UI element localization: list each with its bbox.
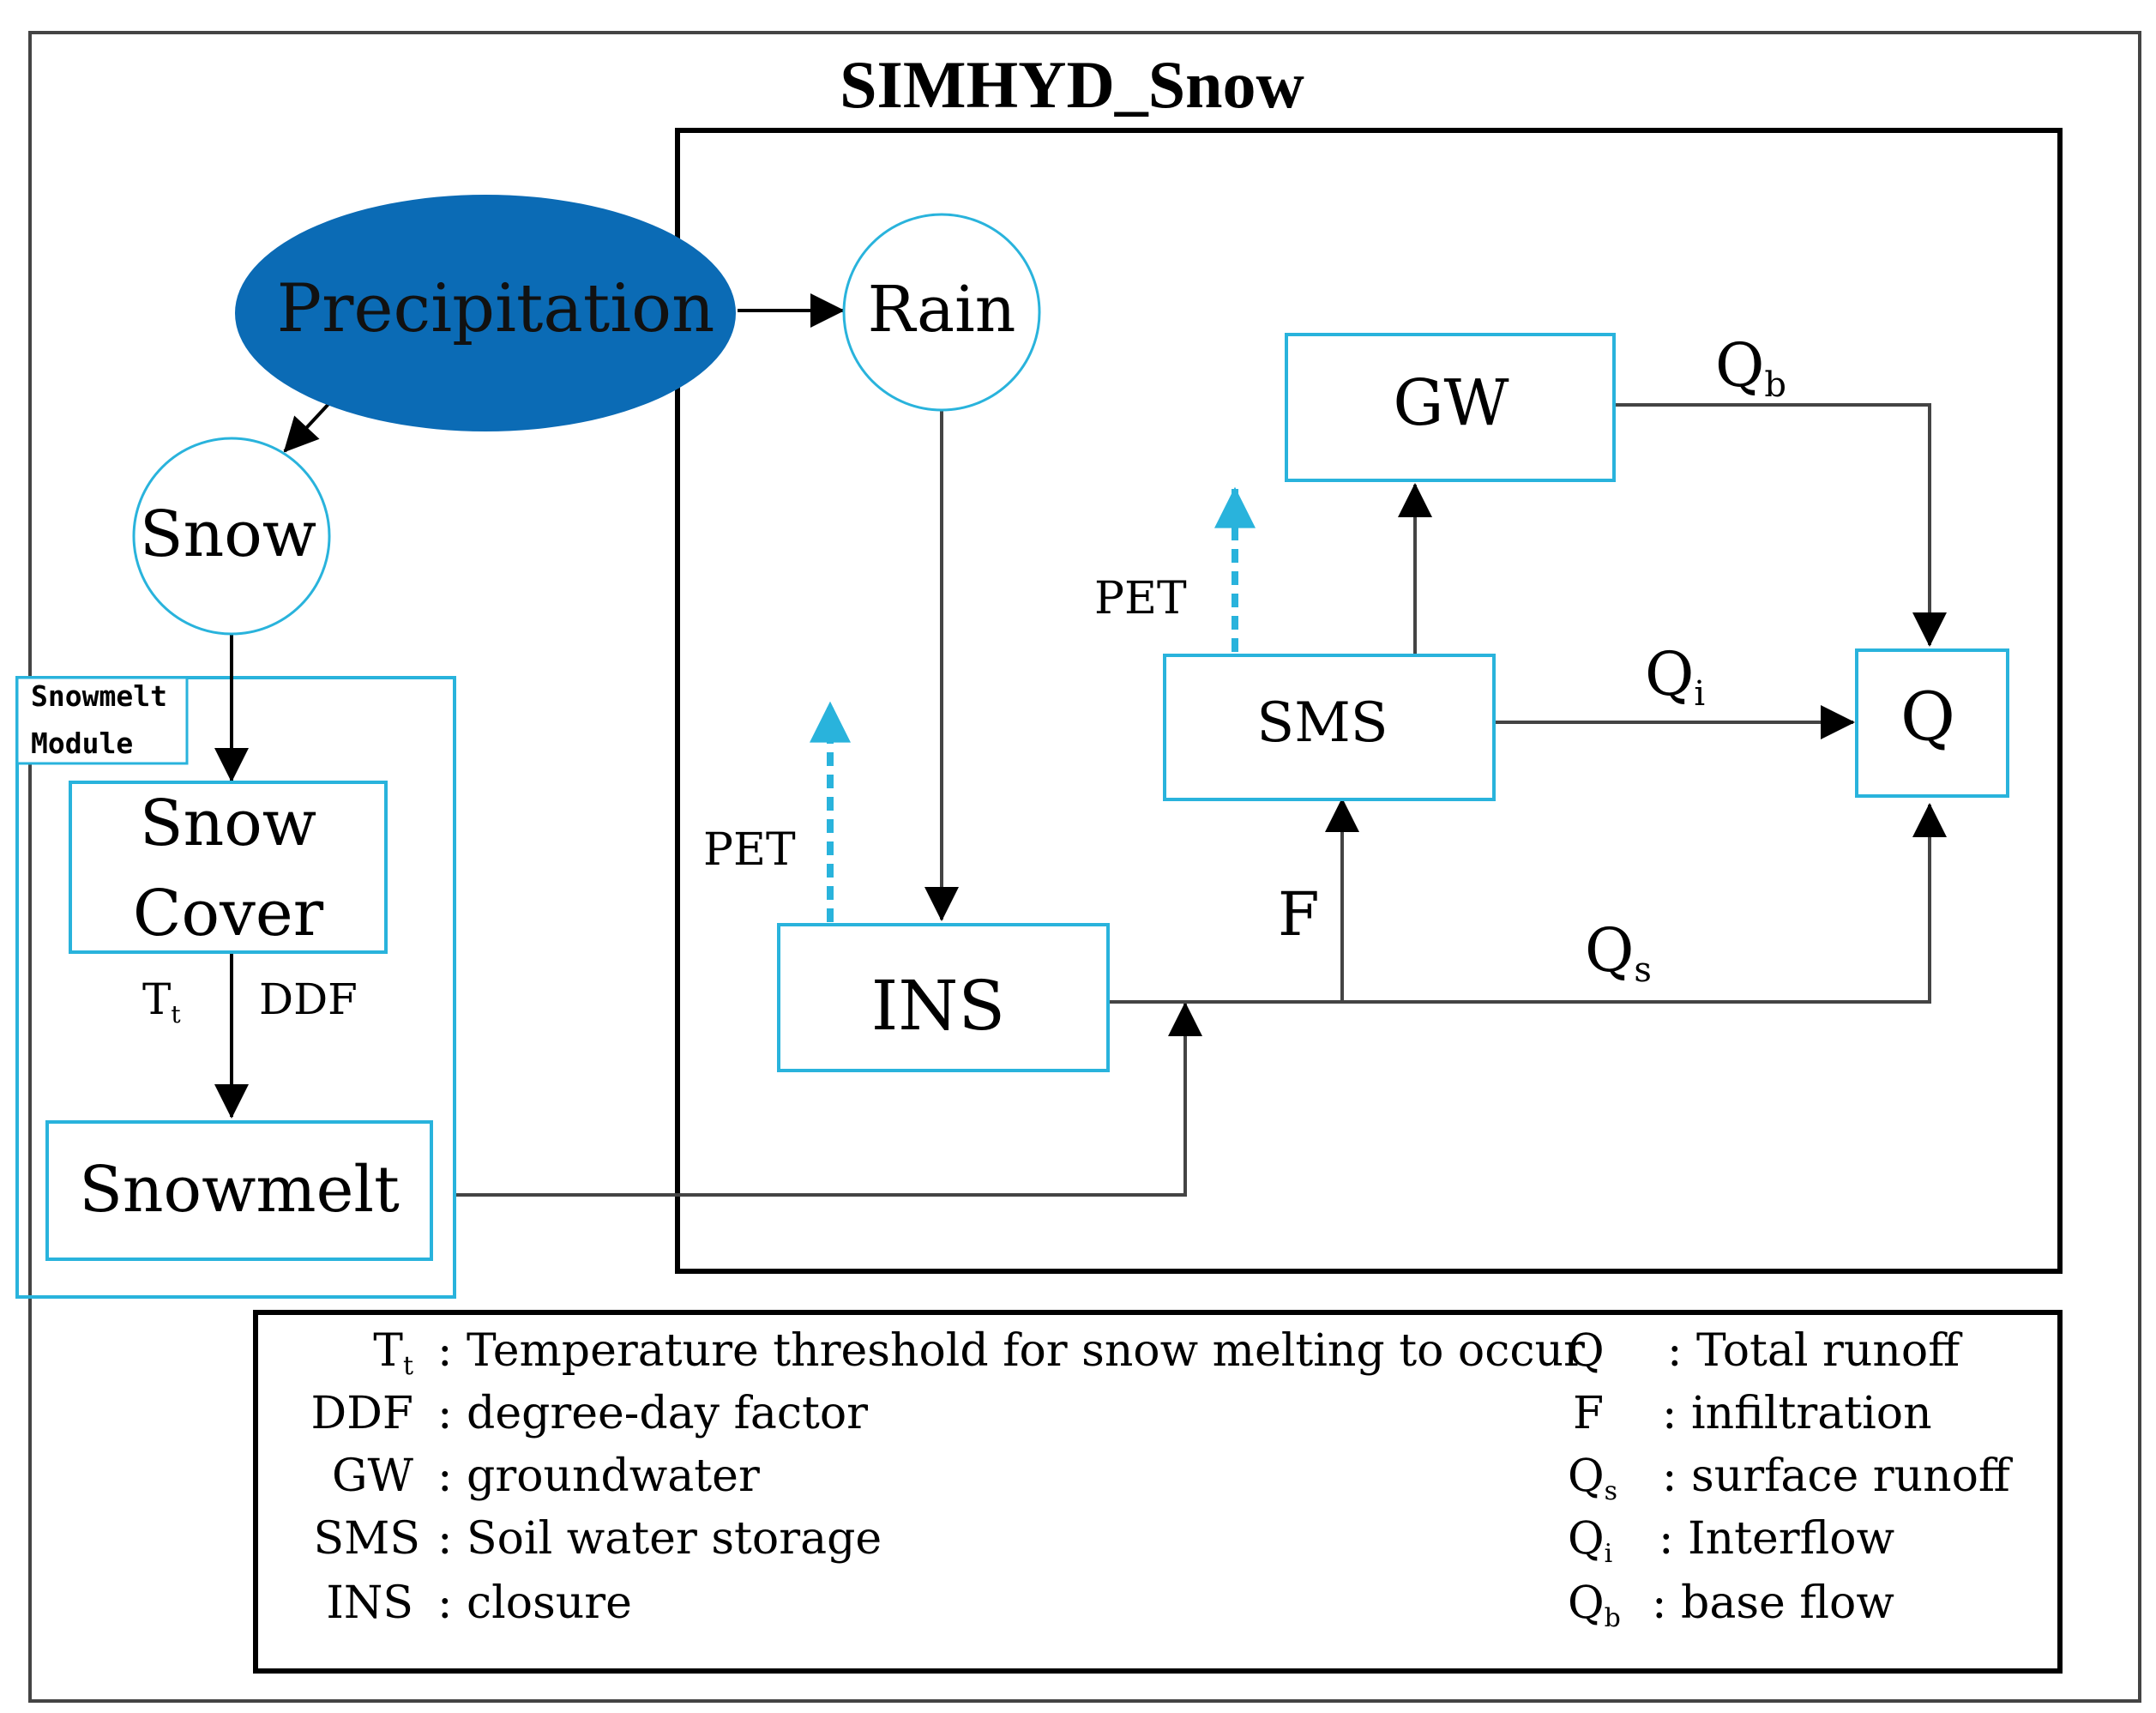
- arrow-surface-runoff-to-q: [1106, 803, 1947, 1004]
- legend-left-symbol: Tt: [373, 1325, 413, 1381]
- legend-right-desc: : infiltration: [1662, 1388, 1932, 1439]
- pet-sms-label: PET: [1094, 573, 1187, 624]
- snowmelt-label: Snowmelt: [79, 1153, 400, 1227]
- model-frame: [675, 128, 2063, 1274]
- gw-node: [1285, 333, 1616, 482]
- legend-right-desc: : surface runoff: [1662, 1451, 2014, 1502]
- snowmelt-module-frame: [15, 676, 456, 1299]
- legend-right-symbol: F: [1573, 1388, 1604, 1439]
- legend-right: Q : Total runoff F : infiltration Qs : s…: [1568, 1325, 2014, 1633]
- snowmelt-module-label-box: [15, 676, 189, 765]
- diagram-title: SIMHYD_Snow: [840, 47, 1304, 122]
- legend-left-desc: : groundwater: [437, 1451, 760, 1502]
- legend-left-desc: : closure: [437, 1577, 632, 1629]
- arrow-snowmelt-to-ins-outflow: [456, 1002, 1202, 1197]
- legend-right-symbol: Qi: [1568, 1513, 1612, 1569]
- snow-label: Snow: [140, 498, 316, 571]
- qs-flow-label: Qs: [1585, 915, 1652, 990]
- legend-left-symbol: SMS: [314, 1513, 421, 1565]
- rain-node: [842, 213, 1041, 412]
- legend-left-desc: : Soil water storage: [437, 1513, 882, 1565]
- qb-flow-label: Qb: [1715, 330, 1786, 405]
- legend-right-desc: : Total runoff: [1667, 1325, 1963, 1377]
- legend-right-symbol: Qs: [1568, 1451, 1617, 1506]
- pet-ins-label: PET: [703, 824, 796, 876]
- ins-label: INS: [871, 966, 1005, 1046]
- legend-left-symbol: GW: [332, 1451, 414, 1502]
- q-node: [1855, 648, 2009, 798]
- snow-cover-label-line2: Cover: [133, 877, 324, 950]
- snowmelt-module-label-line2: Module: [31, 727, 133, 760]
- snow-cover-label-line1: Snow: [140, 787, 316, 860]
- ddf-flow-label: DDF: [259, 974, 358, 1024]
- arrow-precipitation-to-snow: [283, 401, 331, 453]
- f-flow-label: F: [1278, 879, 1320, 950]
- legend-right-desc: : Interflow: [1659, 1513, 1894, 1565]
- precipitation-node: [235, 195, 736, 431]
- legend-right-symbol: Q: [1568, 1325, 1605, 1377]
- arrow-baseflow-to-q: [1612, 403, 1947, 647]
- precipitation-label: Precipitation: [277, 270, 715, 347]
- snowmelt-module-label-line1: Snowmelt: [31, 679, 167, 713]
- legend-left-symbol: DDF: [311, 1388, 413, 1439]
- tt-flow-label: Tt: [142, 974, 181, 1028]
- sms-node: [1163, 654, 1496, 801]
- legend-box: [253, 1310, 2063, 1674]
- snowmelt-node: [45, 1120, 433, 1261]
- legend-right-desc: : base flow: [1652, 1577, 1894, 1629]
- snow-cover-node: [69, 781, 388, 954]
- sms-label: SMS: [1256, 691, 1388, 755]
- legend-left-desc: : degree-day factor: [437, 1388, 868, 1439]
- legend-left-symbol: INS: [326, 1577, 413, 1629]
- ins-node: [777, 923, 1110, 1072]
- legend-right-symbol: Qb: [1568, 1577, 1621, 1633]
- rain-label: Rain: [868, 273, 1016, 347]
- gw-label: GW: [1393, 366, 1509, 440]
- qi-flow-label: Qi: [1645, 639, 1705, 714]
- q-label: Q: [1900, 679, 1955, 756]
- outer-frame: [28, 31, 2141, 1703]
- snow-node: [132, 437, 331, 636]
- legend-left: Tt : Temperature threshold for snow melt…: [311, 1325, 1585, 1629]
- legend-left-desc: : Temperature threshold for snow melting…: [437, 1325, 1585, 1377]
